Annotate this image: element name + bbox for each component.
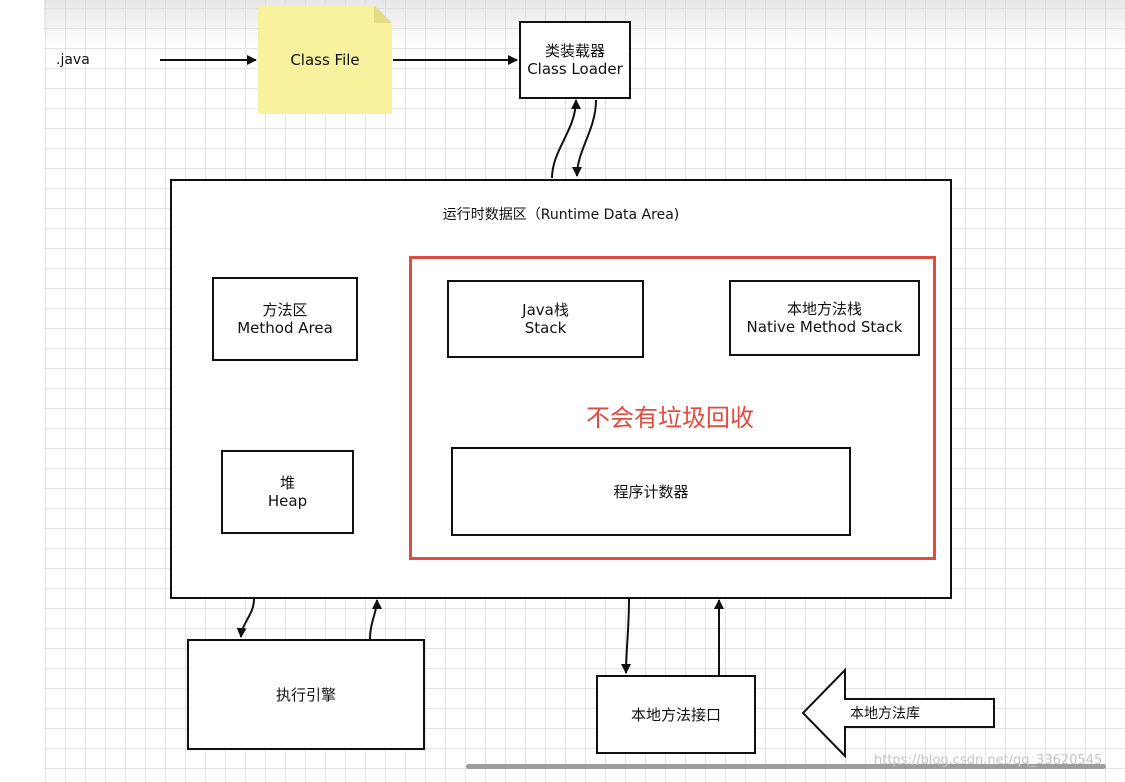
native-interface-label: 本地方法接口 bbox=[630, 705, 721, 724]
note-shape-icon bbox=[258, 5, 392, 114]
no-gc-region bbox=[409, 256, 936, 560]
native-interface-box: 本地方法接口 bbox=[596, 675, 756, 754]
class-loader-label-cn: 类装载器 bbox=[544, 42, 605, 60]
native-library-label: 本地方法库 bbox=[850, 706, 920, 722]
class-file-label: Class File bbox=[290, 50, 360, 69]
method-area-label-en: Method Area bbox=[237, 319, 333, 337]
arrow-runtime-to-loader bbox=[551, 99, 581, 179]
left-margin bbox=[0, 0, 44, 782]
arrow-runtime-to-interface bbox=[621, 598, 632, 674]
java-stack-label-cn: Java栈 bbox=[522, 301, 569, 319]
native-stack-label-en: Native Method Stack bbox=[746, 318, 903, 336]
class-loader-label-en: Class Loader bbox=[527, 60, 623, 78]
method-area-label-cn: 方法区 bbox=[262, 301, 308, 319]
native-stack-label-cn: 本地方法栈 bbox=[786, 300, 862, 318]
method-area-box: 方法区 Method Area bbox=[212, 277, 358, 361]
heap-label-en: Heap bbox=[267, 492, 308, 510]
arrow-engine-to-runtime bbox=[369, 599, 382, 640]
program-counter-box: 程序计数器 bbox=[451, 447, 851, 536]
runtime-data-area-title: 运行时数据区（Runtime Data Area) bbox=[442, 207, 680, 223]
arrow-runtime-to-engine bbox=[236, 598, 255, 638]
horizontal-scrollbar[interactable] bbox=[466, 764, 1106, 769]
program-counter-label: 程序计数器 bbox=[613, 482, 689, 501]
no-gc-note: 不会有垃圾回收 bbox=[586, 404, 754, 432]
java-stack-label-en: Stack bbox=[524, 319, 567, 337]
java-source-label: .java bbox=[56, 52, 90, 68]
class-file-note: Class File bbox=[258, 5, 392, 114]
execution-engine-label: 执行引擎 bbox=[275, 685, 336, 704]
heap-label-cn: 堆 bbox=[279, 474, 295, 492]
class-loader-box: 类装载器 Class Loader bbox=[519, 21, 631, 99]
arrow-loader-to-runtime bbox=[572, 99, 597, 177]
native-method-stack-box: 本地方法栈 Native Method Stack bbox=[729, 280, 920, 356]
watermark-text: https://blog.csdn.net/qq_33620545 bbox=[874, 753, 1103, 768]
java-stack-box: Java栈 Stack bbox=[447, 280, 644, 358]
heap-box: 堆 Heap bbox=[221, 450, 354, 534]
execution-engine-box: 执行引擎 bbox=[187, 639, 425, 750]
native-library-block-arrow bbox=[801, 667, 995, 759]
